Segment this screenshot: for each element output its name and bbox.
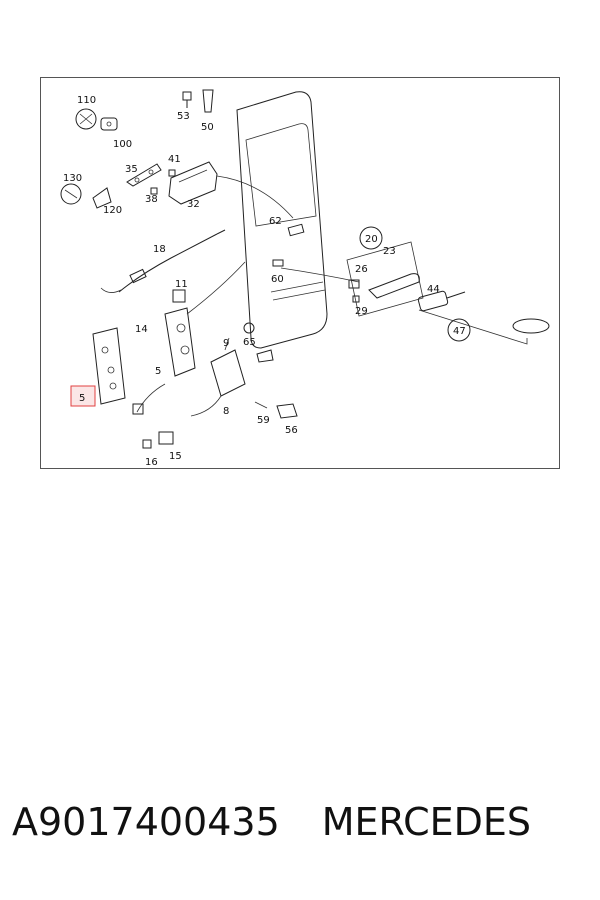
callout-5-highlighted: 5 [79, 393, 85, 404]
callout-26: 26 [355, 264, 368, 275]
callout-47: 47 [453, 326, 466, 337]
callout-16: 16 [145, 457, 158, 468]
callout-110: 110 [77, 95, 96, 106]
callout-130: 130 [63, 173, 82, 184]
callout-50: 50 [201, 122, 214, 133]
callout-65: 65 [243, 337, 256, 348]
callout-59: 59 [257, 415, 270, 426]
rear-door-panel [236, 91, 328, 349]
parts-diagram-frame: 110 100 53 50 35 41 130 38 120 32 62 20 … [40, 77, 560, 469]
handle-group-20 [346, 226, 424, 317]
part-footer: A9017400435 MERCEDES [12, 800, 588, 860]
highlight-box-part-5 [70, 385, 96, 407]
part-59-56 [243, 322, 298, 419]
callout-38: 38 [145, 194, 158, 205]
callout-14: 14 [135, 324, 148, 335]
part-53-50 [182, 89, 214, 113]
cable-18 [100, 229, 226, 293]
part-110-100 [75, 108, 118, 131]
lock-assembly-5 [164, 261, 246, 377]
lock-9 [92, 327, 126, 405]
callout-5-lock: 5 [155, 366, 161, 377]
callout-15: 15 [169, 451, 182, 462]
part-35-41 [126, 163, 176, 187]
lock-cylinder-44-47 [417, 290, 550, 345]
callout-120: 120 [103, 205, 122, 216]
callout-44: 44 [427, 284, 440, 295]
part-62-60 [272, 223, 305, 267]
callout-56: 56 [285, 425, 298, 436]
callout-100: 100 [113, 139, 132, 150]
callout-32: 32 [187, 199, 200, 210]
part-32-handle [150, 161, 218, 205]
callout-labels: 110 100 53 50 35 41 130 38 120 32 62 20 … [63, 95, 466, 468]
callout-20: 20 [365, 234, 378, 245]
callout-9: 9 [223, 338, 229, 349]
callout-18: 18 [153, 244, 166, 255]
brand-name: MERCEDES [321, 800, 532, 844]
callout-53: 53 [177, 111, 190, 122]
callout-8: 8 [223, 406, 229, 417]
callout-35: 35 [125, 164, 138, 175]
callout-23: 23 [383, 246, 396, 257]
callout-41: 41 [168, 154, 181, 165]
callout-60: 60 [271, 274, 284, 285]
connector-15-16 [132, 383, 174, 449]
part-130-120 [60, 183, 112, 209]
callout-29: 29 [355, 306, 368, 317]
actuator-8 [190, 337, 246, 417]
exploded-parts-diagram: 110 100 53 50 35 41 130 38 120 32 62 20 … [60, 89, 550, 468]
connection-lines [216, 175, 360, 283]
callout-62: 62 [269, 216, 282, 227]
callout-11: 11 [175, 279, 188, 290]
part-number: A9017400435 [12, 800, 280, 844]
